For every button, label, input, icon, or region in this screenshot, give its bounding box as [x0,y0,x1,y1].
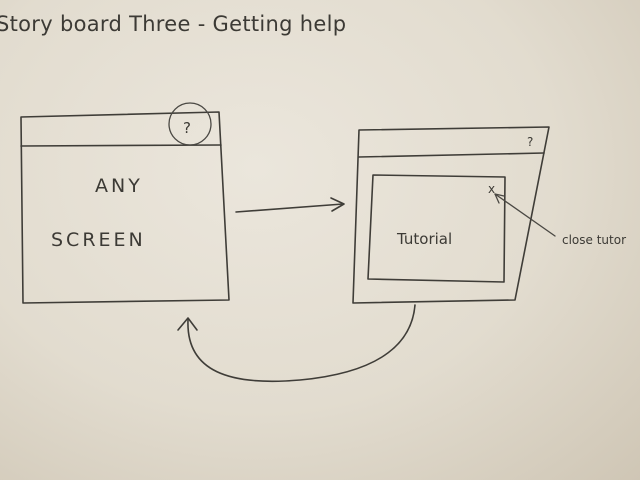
help-button-circle [168,102,212,146]
left-screen-label-any: ANY [95,175,143,197]
right-screen-mockup: ? Tutorial x [352,126,550,304]
right-screen-title-bar-line [358,152,545,158]
close-annotation-pointer [494,193,556,237]
close-icon: x [488,182,495,196]
help-button-glyph: ? [183,119,191,137]
storyboard-title: Story board Three - Getting help [0,12,346,36]
close-tutorial-annotation: close tutor [562,233,626,247]
left-screen-frame [20,111,230,304]
right-help-glyph: ? [527,135,533,149]
arrow-to-tutorial [235,197,345,213]
return-arrow [177,304,416,383]
left-screen-mockup: ? ANY SCREEN [20,102,230,304]
left-screen-label-screen: SCREEN [51,229,146,251]
tutorial-overlay-box [367,174,506,283]
right-screen-frame [352,126,550,304]
tutorial-label: Tutorial [396,230,452,248]
